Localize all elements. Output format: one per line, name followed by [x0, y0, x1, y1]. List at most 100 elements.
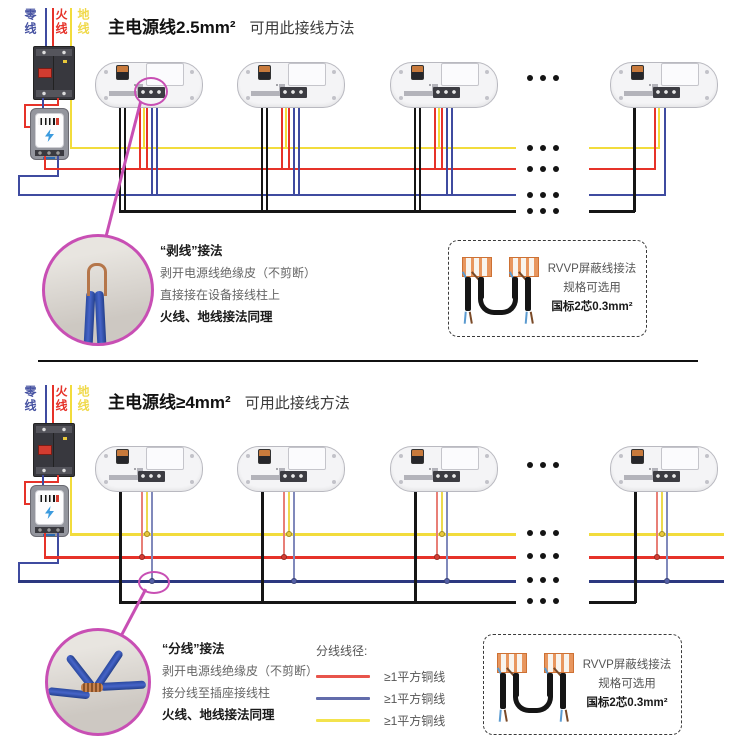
neutral-wire	[18, 175, 59, 177]
callout-ellipse	[134, 77, 168, 106]
mount-cutout	[661, 447, 699, 470]
terminal-block	[433, 471, 460, 482]
thin-blue-wire	[464, 311, 467, 324]
legend-row: ≥1平方铜线	[316, 665, 445, 687]
screw-dots	[619, 454, 623, 458]
panel-device	[95, 446, 203, 492]
branch-method-text: “分线”接法 剥开电源线绝缘皮（不剪断） 接分线至插座接线柱 火线、地线接法同理	[162, 638, 318, 726]
live-wire	[24, 481, 59, 483]
breaker-bottom-terminals	[36, 90, 72, 97]
blue-wire-photo	[94, 290, 107, 343]
live-wire	[52, 8, 54, 47]
wire-continues-dots	[527, 530, 559, 536]
legend-row: ≥1平方铜线	[316, 687, 445, 709]
live-wire	[24, 104, 26, 128]
title-method: 可用此接线方法	[249, 20, 355, 37]
signal-connector	[116, 65, 129, 80]
thin-brown-wire	[530, 311, 534, 324]
breaker-switch-lever	[38, 68, 52, 78]
shielded-cable	[465, 277, 471, 311]
neutral-wire	[298, 97, 300, 196]
rvvp-line3: 国标2芯0.3mm²	[586, 697, 668, 709]
section-divider	[38, 360, 698, 362]
bracket	[624, 84, 658, 96]
ground-bus-wire	[589, 147, 660, 149]
panel-device	[237, 62, 345, 108]
thin-blue-wire	[499, 709, 502, 722]
lightning-bolt-icon	[45, 129, 54, 142]
bracket	[109, 468, 143, 480]
live-wire	[57, 98, 59, 106]
ground-wire	[143, 97, 145, 149]
panel-device	[610, 62, 718, 108]
branch-ground-wire	[661, 481, 663, 535]
screw-dots	[246, 70, 250, 74]
lightning-bolt-icon	[45, 506, 54, 519]
live-wire	[44, 533, 46, 558]
panel-device	[390, 62, 498, 108]
wire-continues-dots	[527, 208, 559, 214]
ground-wire	[658, 97, 660, 149]
thin-brown-wire	[469, 311, 473, 324]
junction-dot-live	[654, 554, 660, 560]
live-wire	[654, 97, 656, 170]
branch-neutral-wire	[293, 481, 295, 582]
title-spec: 主电源线2.5mm²	[108, 18, 236, 37]
cable-u-link	[513, 689, 553, 713]
live-bus-wire	[44, 168, 516, 170]
panel-device	[610, 446, 718, 492]
wire-connector-block	[462, 257, 492, 277]
signal-cable	[419, 77, 421, 212]
neutral-wire	[45, 385, 47, 424]
live-wire	[24, 104, 59, 106]
title-method: 可用此接线方法	[244, 395, 350, 412]
signal-cable	[119, 460, 122, 603]
screw-dots	[104, 454, 108, 458]
wire-continues-dots	[527, 192, 559, 198]
bracket	[404, 468, 438, 480]
rvvp-note: RVVP屏蔽线接法 规格可选用 国标2芯0.3mm²	[576, 656, 678, 713]
breaker-indicator	[63, 437, 67, 440]
live-wire	[146, 97, 148, 170]
screw-dots	[104, 70, 108, 74]
neutral-wire	[664, 97, 666, 196]
branch-method-line1: 剥开电源线绝缘皮（不剪断）	[162, 664, 319, 678]
screw-dots	[399, 454, 403, 458]
meter-digit-display	[38, 118, 59, 125]
blue-wire-photo	[83, 290, 96, 343]
cable-u-link	[478, 291, 518, 315]
bracket	[404, 84, 438, 96]
ground-wire-label: 地线	[76, 8, 90, 36]
signal-connector	[116, 449, 129, 464]
rvvp-line2: 规格可选用	[563, 282, 621, 294]
junction-dot-ground	[286, 531, 292, 537]
neutral-wire	[446, 97, 448, 196]
neutral-wire	[57, 533, 59, 564]
signal-cable	[261, 460, 264, 603]
callout-line	[103, 100, 143, 243]
junction-dot-live	[139, 554, 145, 560]
legend-label: ≥1平方铜线	[384, 713, 446, 728]
electric-meter	[30, 485, 69, 537]
neutral-wire	[18, 562, 20, 582]
screw-dots	[246, 454, 250, 458]
signal-bus-cable	[589, 210, 635, 213]
live-wire	[57, 475, 59, 483]
wire-continues-dots	[527, 145, 559, 151]
meter-terminals	[35, 527, 64, 533]
signal-cable	[266, 77, 268, 212]
shielded-cable	[560, 673, 566, 709]
mount-cutout	[288, 63, 326, 86]
breaker-switch-lever	[38, 445, 52, 455]
neutral-wire	[42, 98, 44, 110]
mount-cutout	[661, 63, 699, 86]
legend-line-live	[316, 674, 370, 678]
legend-title: 分线线径:	[316, 644, 368, 658]
signal-cable	[633, 77, 636, 212]
panel-device	[390, 446, 498, 492]
shielded-cable	[513, 673, 519, 697]
junction-dot-neutral	[291, 578, 297, 584]
ground-wire	[438, 97, 440, 149]
